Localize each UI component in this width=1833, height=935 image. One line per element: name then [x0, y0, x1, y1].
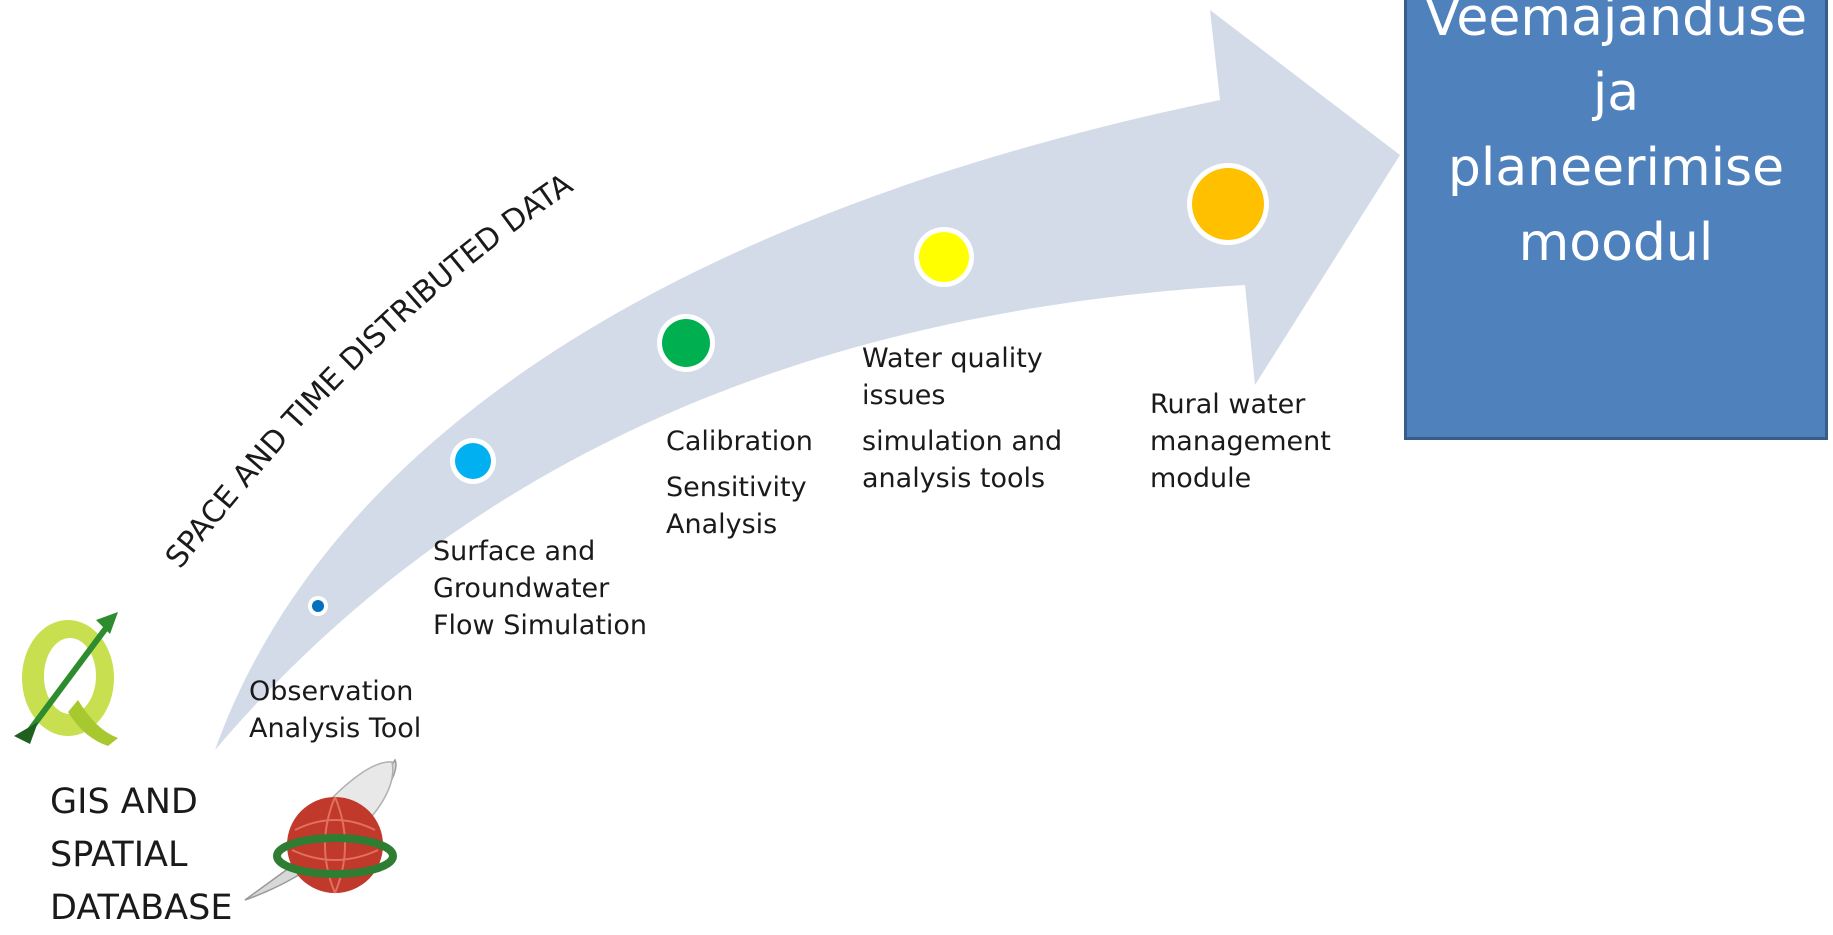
stage-label-surface-groundwater: Surface and Groundwater Flow Simulation: [433, 536, 648, 641]
stage-label-calibration: Calibration Sensitivity Analysis: [666, 426, 813, 540]
globe-satellite-icon: [244, 758, 397, 901]
stage-label-observation: Observation Analysis Tool: [249, 676, 422, 744]
gis-database-label: GIS AND SPATIAL DATABASE: [50, 782, 233, 928]
target-module-box: Veemajanduse ja planeerimise moodul: [1404, 0, 1828, 440]
qgis-logo-icon: [14, 612, 118, 746]
stage-label-water-quality: Water quality issues simulation and anal…: [862, 343, 1063, 494]
progress-arrow: [215, 10, 1400, 750]
stage-label-rural-water: Rural water management module: [1150, 389, 1331, 494]
